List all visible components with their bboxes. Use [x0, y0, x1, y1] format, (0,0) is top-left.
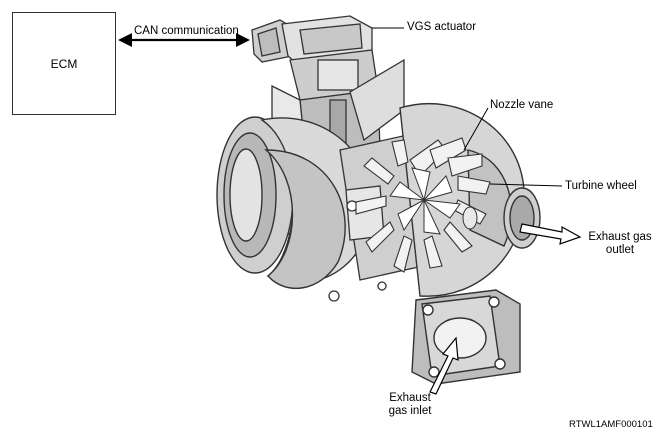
exhaust-outlet-arrow: [519, 223, 582, 245]
nozzle-vane-label: Nozzle vane: [490, 99, 554, 111]
can-communication-label: CAN communication: [134, 25, 239, 37]
can-communication-arrow: [118, 33, 250, 47]
exhaust-gas-inlet-line1: Exhaust: [389, 392, 431, 404]
turbine-wheel-label: Turbine wheel: [565, 180, 637, 192]
figure-code: RTWL1AMF000101: [569, 419, 653, 430]
exhaust-gas-outlet-line2: outlet: [605, 244, 635, 256]
exhaust-inlet-flange: [411, 289, 521, 385]
ecm-box: ECM: [12, 12, 116, 115]
exhaust-gas-outlet-label: Exhaust gas outlet: [584, 231, 656, 257]
turbine-wheel: [389, 167, 478, 235]
nozzle-vane-ring: [355, 137, 491, 273]
exhaust-inlet-arrow: [429, 336, 459, 395]
vgs-actuator-label: VGS actuator: [407, 21, 477, 33]
exhaust-gas-inlet-label: Exhaust gas inlet: [376, 392, 444, 418]
ecm-label: ECM: [50, 57, 78, 71]
exhaust-gas-outlet-line1: Exhaust gas: [588, 231, 652, 243]
leader-lines: [372, 27, 563, 187]
exhaust-gas-inlet-line2: gas inlet: [388, 405, 432, 417]
